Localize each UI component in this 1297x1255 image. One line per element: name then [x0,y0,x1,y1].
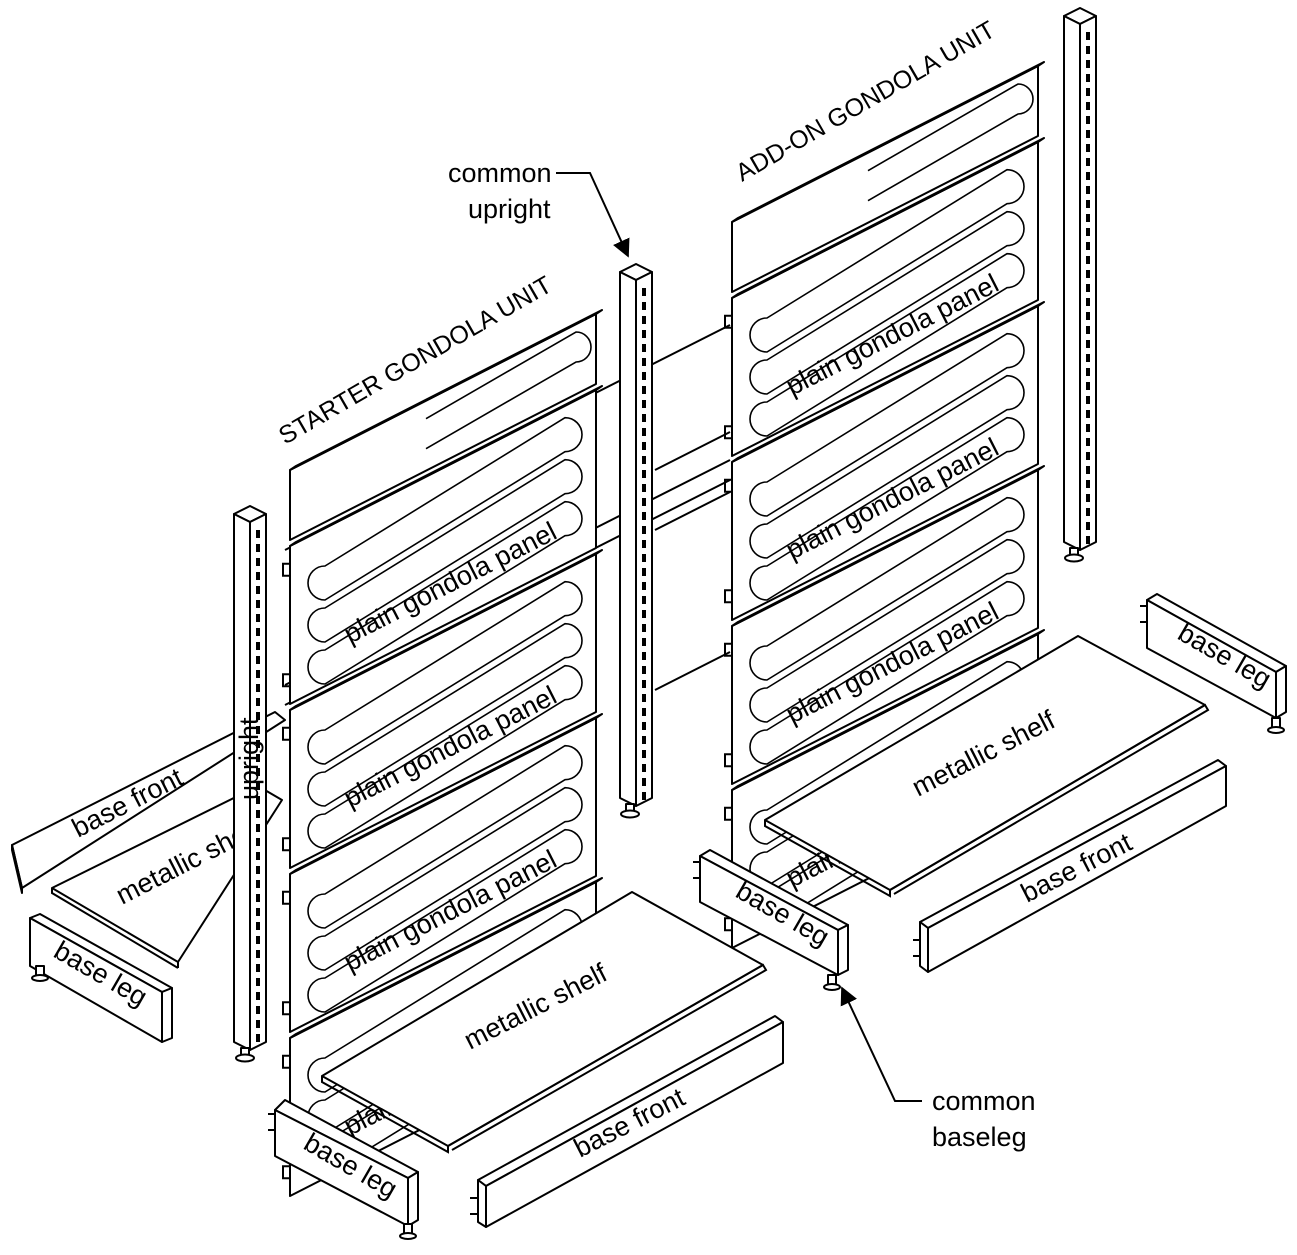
metallic-shelf-right-part: metallic shelf [764,635,1210,898]
plain-gondola-panel: plain gondola panel [282,385,603,705]
common-upright-callout-line2: upright [468,194,551,224]
common-baseleg-callout-line1: common [932,1086,1036,1116]
common-baseleg-callout: common baseleg [840,986,1036,1152]
plain-gondola-panel: plain gondola panel [282,713,603,1033]
upright-left-part: upright [233,505,267,1063]
panel-top-strip [289,309,603,541]
common-upright-callout: common upright [448,158,630,258]
plain-gondola-panel: plain gondola panel [724,301,1045,621]
common-upright-callout-line1: common [448,158,552,188]
panel-top-strip [731,61,1045,293]
upright-right-part [1063,7,1097,563]
plain-gondola-panel: plain gondola panel [282,549,603,869]
upright-label: upright [234,717,264,800]
common-upright-part [619,263,653,819]
common-baseleg-callout-line2: baseleg [932,1122,1027,1152]
